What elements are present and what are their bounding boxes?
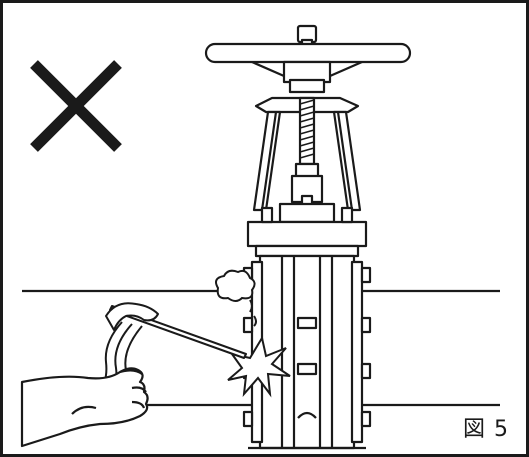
gate-valve-icon (204, 24, 412, 450)
cross-icon (30, 60, 122, 152)
handwheel-icon (204, 42, 412, 64)
spark-icon (227, 335, 291, 398)
gloved-hand-icon (20, 367, 149, 448)
smoke-puff-icon (215, 269, 257, 327)
figure-label: 図 5 (463, 417, 509, 442)
